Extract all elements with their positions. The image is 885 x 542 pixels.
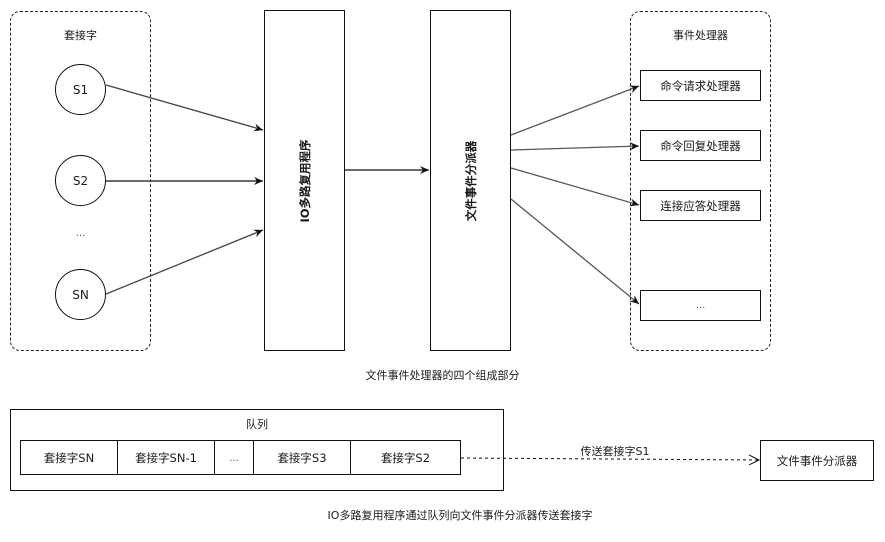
arrow-dispatcher-to-ellipsis: [510, 198, 640, 305]
queue-cell-s3[interactable]: 套接字S3: [254, 441, 351, 475]
handlers-group-title: 事件处理器: [673, 29, 728, 42]
top-caption: 文件事件处理器的四个组成部分: [365, 369, 520, 382]
handler-connect-accept[interactable]: 连接应答处理器: [640, 190, 761, 221]
io-multiplexer-box[interactable]: IO多路复用程序: [264, 10, 345, 351]
queue-cell-s2[interactable]: 套接字S2: [380, 451, 431, 465]
arrow-dispatcher-to-reply: [510, 142, 640, 151]
bottom-dispatcher-box[interactable]: 文件事件分派器: [760, 440, 874, 481]
handler-command-reply[interactable]: 命令回复处理器: [640, 130, 761, 161]
sockets-group-title: 套接字: [64, 29, 97, 42]
queue-cell-sn-1[interactable]: 套接字SN-1: [118, 441, 215, 475]
arrow-dispatcher-to-accept: [510, 167, 640, 207]
dispatcher-box[interactable]: 文件事件分派器: [430, 10, 511, 351]
queue-cell-sn[interactable]: 套接字SN: [21, 441, 118, 475]
queue-cell-ellipsis[interactable]: ...: [215, 441, 254, 475]
queue-title: 队列: [246, 418, 268, 431]
socket-sn[interactable]: SN: [55, 269, 106, 320]
transfer-label: 传送套接字S1: [580, 445, 650, 458]
dispatcher-label: 文件事件分派器: [463, 140, 478, 221]
socket-s2[interactable]: S2: [55, 155, 106, 206]
bottom-caption: IO多路复用程序通过队列向文件事件分派器传送套接字: [327, 509, 593, 522]
handler-ellipsis[interactable]: ...: [640, 290, 761, 321]
io-multiplexer-label: IO多路复用程序: [297, 138, 312, 223]
arrow-dispatcher-to-request: [510, 85, 640, 136]
handler-command-request[interactable]: 命令请求处理器: [640, 70, 761, 101]
socket-ellipsis: ...: [75, 228, 86, 239]
socket-s1[interactable]: S1: [55, 64, 106, 115]
queue-cells: 套接字SN 套接字SN-1 ... 套接字S3 套接字S2: [20, 440, 461, 475]
